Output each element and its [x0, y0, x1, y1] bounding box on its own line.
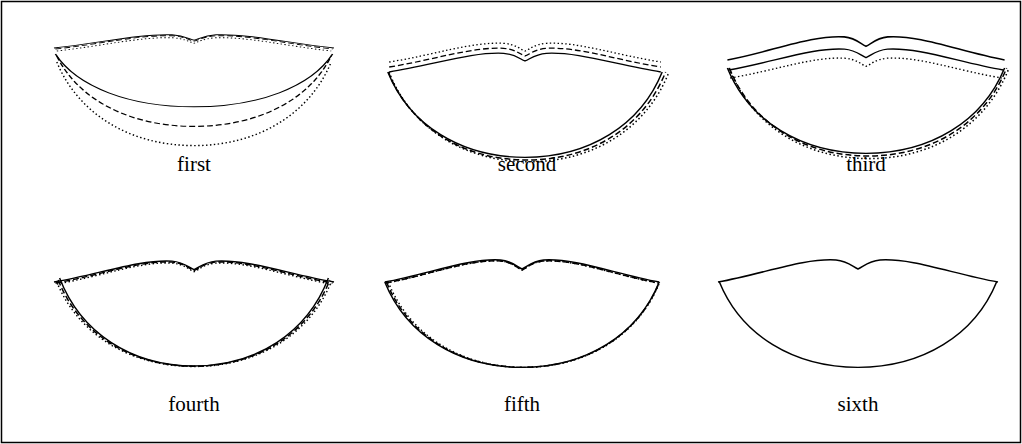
- panel-label: sixth: [838, 392, 879, 417]
- panel-label: first: [177, 152, 211, 177]
- lip-third: [727, 37, 1009, 159]
- lip-second: [388, 43, 669, 162]
- panel-label: fourth: [168, 392, 219, 417]
- panel-label: third: [846, 152, 886, 177]
- panel-label: second: [498, 152, 556, 177]
- lip-sixth: [718, 260, 998, 368]
- lip-first: [54, 35, 334, 146]
- lip-fourth: [54, 261, 334, 367]
- lip-fifth: [385, 260, 660, 368]
- panel-label: fifth: [504, 392, 540, 417]
